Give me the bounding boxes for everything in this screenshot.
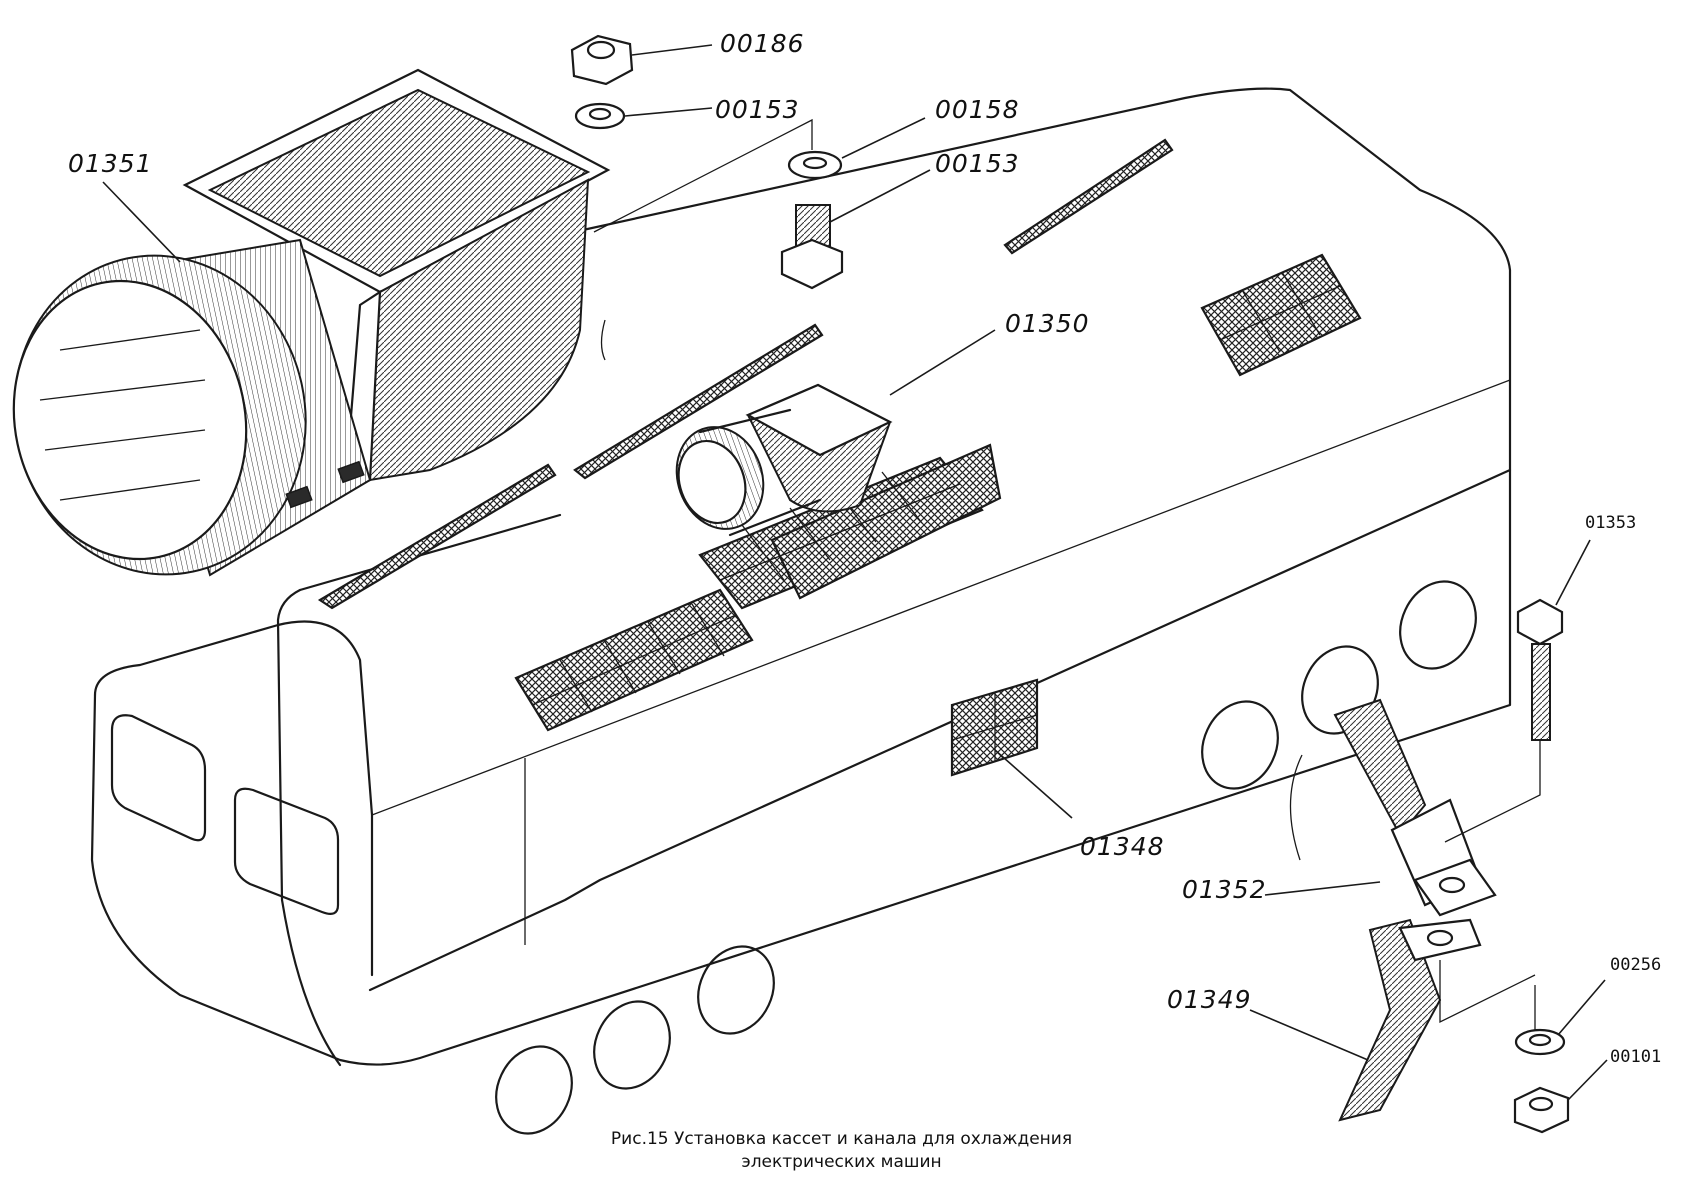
bolt-icon [1516,598,1564,741]
nut-icon [1513,1086,1570,1134]
figure-caption-line-1: Рис.15 Установка кассет и канала для охл… [610,1129,1073,1149]
callout-00153-bolt: 00153 [935,149,1020,178]
roof-slot-grilles [317,138,1174,610]
top-fasteners [570,34,844,290]
locomotive-body [90,87,1512,1135]
cassette-panels [514,253,1362,777]
washer-icon [574,102,626,130]
callout-01348: 01348 [1080,832,1165,861]
latch-assembly [1333,598,1570,1134]
callout-01352: 01352 [1182,875,1267,904]
leader-lines [102,44,1608,1101]
callout-01353: 01353 [1585,513,1636,533]
small-cooling-duct [675,383,893,537]
callout-00153-washer: 00153 [715,95,800,124]
large-cooling-duct [12,68,611,577]
callout-01351: 01351 [68,149,153,178]
callout-01350: 01350 [1005,309,1090,338]
callout-00256: 00256 [1610,955,1661,975]
washer-icon [1514,1028,1566,1056]
bolt-icon [780,204,844,290]
callout-01349: 01349 [1167,985,1252,1014]
figure-caption-line-2: электрических машин [741,1152,942,1172]
washer-icon [787,150,843,180]
callout-00101: 00101 [1610,1047,1661,1067]
callout-labels: 00186 00153 00158 00153 01351 01350 0135… [68,29,1661,1067]
callout-00158: 00158 [935,95,1020,124]
callout-00186: 00186 [720,29,805,58]
nut-icon [570,34,634,86]
body-portholes [495,580,1477,1135]
